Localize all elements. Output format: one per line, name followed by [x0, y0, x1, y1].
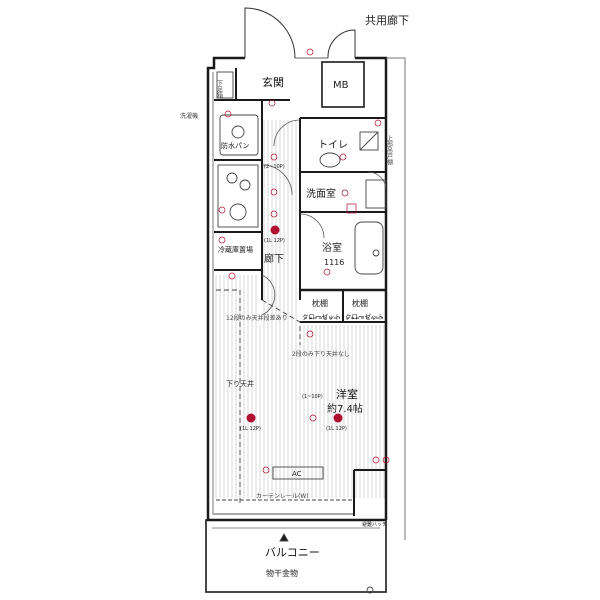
drop-ceiling-label: 下り天井 — [226, 379, 254, 388]
toilet-label: トイレ — [318, 140, 348, 151]
top-cabinet-label: 上部吊戸棚 — [386, 134, 393, 166]
ceiling-note-left: 12段のみ天井段差あり — [226, 314, 288, 322]
ceiling-light-right — [333, 413, 343, 423]
outer-walls — [205, 56, 406, 593]
western-room-size: 約7.4帖 — [327, 402, 363, 415]
entrance-label: 玄関 — [262, 75, 284, 89]
evac-hatch-label: 避難ハッチ — [362, 521, 387, 528]
hallway-label: 廊下 — [264, 252, 284, 265]
closet-right-label: クローゼット — [345, 312, 384, 321]
room-light-spec: (1~10P) — [302, 394, 323, 400]
fridge-space-label: 冷蔵庫置場 — [218, 245, 253, 254]
hallway-light-spec: (1L 12P) — [264, 238, 285, 244]
laundry-fixture-label: 物干金物 — [266, 568, 298, 578]
closet-left-label: クローゼット — [302, 312, 341, 321]
right-light-spec: (1L 12P) — [326, 426, 347, 432]
ceiling-note-mid: 2段のみ下り天井なし — [292, 350, 350, 358]
curtain-rail-label: カーテンレール(W) — [256, 493, 309, 500]
toilet-light-spec: (2~10P) — [264, 164, 285, 170]
interior-doors — [261, 119, 387, 316]
waterproof-pan-label: 防水パン — [221, 141, 249, 150]
lighting-markers — [218, 48, 390, 474]
western-room-label: 洋室 — [336, 387, 358, 401]
room-labels: 共用廊下 玄関 MB 下足箱 洗濯機 防水パン トイレ 上部吊戸棚 洗面室 冷蔵… — [180, 13, 409, 578]
shoe-box-label: 下足箱 — [216, 80, 223, 99]
fixtures — [216, 71, 387, 594]
interior-walls — [214, 61, 386, 323]
bath-size-label: 1116 — [324, 258, 344, 267]
washer-label: 洗濯機 — [180, 112, 198, 120]
left-light-spec: (1L 12P) — [240, 426, 261, 432]
shelf-right-label: 枕棚 — [352, 298, 368, 308]
bath-label: 浴室 — [322, 241, 342, 254]
ceiling-light-left — [246, 413, 256, 423]
ac-label: AC — [292, 470, 302, 478]
balcony-label: バルコニー — [265, 546, 320, 559]
mb-label: MB — [333, 80, 349, 91]
shared-corridor-label: 共用廊下 — [365, 13, 409, 27]
shelf-left-label: 枕棚 — [312, 298, 328, 308]
entry-door — [244, 7, 356, 59]
washroom-label: 洗面室 — [306, 187, 336, 200]
ceiling-light-hallway — [270, 225, 280, 235]
